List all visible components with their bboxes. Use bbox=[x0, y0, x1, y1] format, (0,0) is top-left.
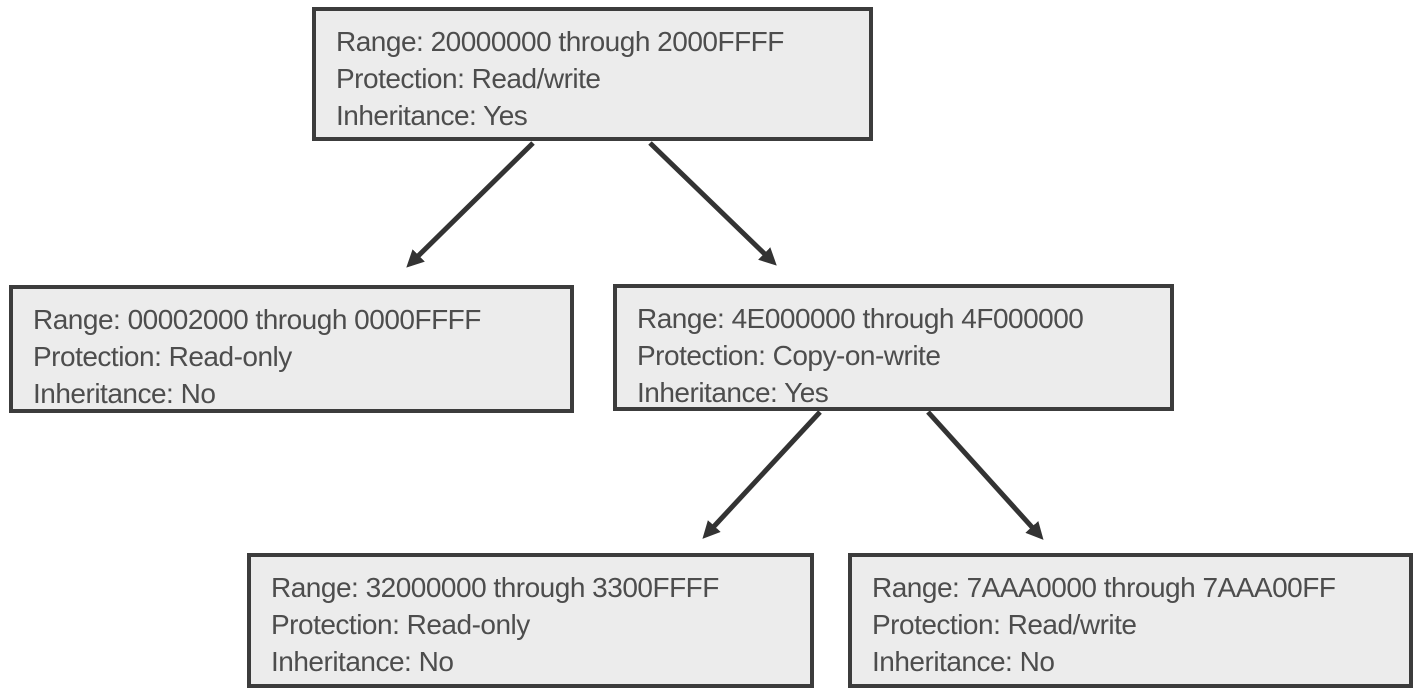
node-range-line: Range: 00002000 through 0000FFFF bbox=[33, 304, 481, 335]
node-inheritance-line: Inheritance: Yes bbox=[637, 377, 829, 408]
node-protection-line: Protection: Read/write bbox=[872, 609, 1137, 640]
edge-right-to-grandleft-arrow bbox=[702, 410, 822, 539]
tree-node-right-child: Range: 4E000000 through 4F000000 Protect… bbox=[613, 284, 1174, 411]
tree-node-left-child: Range: 00002000 through 0000FFFF Protect… bbox=[9, 285, 574, 413]
tree-node-right-right-grandchild: Range: 7AAA0000 through 7AAA00FF Protect… bbox=[848, 553, 1413, 688]
node-protection-line: Protection: Copy-on-write bbox=[637, 340, 941, 371]
node-inheritance-line: Inheritance: No bbox=[33, 378, 216, 409]
node-range-line: Range: 20000000 through 2000FFFF bbox=[336, 26, 784, 57]
node-range-line: Range: 7AAA0000 through 7AAA00FF bbox=[872, 572, 1336, 603]
edge-right-to-grandright-arrow bbox=[926, 410, 1044, 540]
node-inheritance-line: Inheritance: No bbox=[872, 646, 1055, 677]
node-range-line: Range: 32000000 through 3300FFFF bbox=[271, 572, 719, 603]
node-range-line: Range: 4E000000 through 4F000000 bbox=[637, 303, 1084, 334]
edge-root-to-left-arrow bbox=[406, 141, 535, 268]
node-protection-line: Protection: Read/write bbox=[336, 63, 601, 94]
tree-node-right-left-grandchild: Range: 32000000 through 3300FFFF Protect… bbox=[247, 553, 814, 688]
node-protection-line: Protection: Read-only bbox=[33, 341, 292, 372]
node-inheritance-line: Inheritance: Yes bbox=[336, 100, 528, 131]
node-protection-line: Protection: Read-only bbox=[271, 609, 530, 640]
tree-node-root: Range: 20000000 through 2000FFFF Protect… bbox=[312, 7, 873, 141]
edge-root-to-right-arrow bbox=[648, 141, 777, 266]
node-inheritance-line: Inheritance: No bbox=[271, 646, 454, 677]
